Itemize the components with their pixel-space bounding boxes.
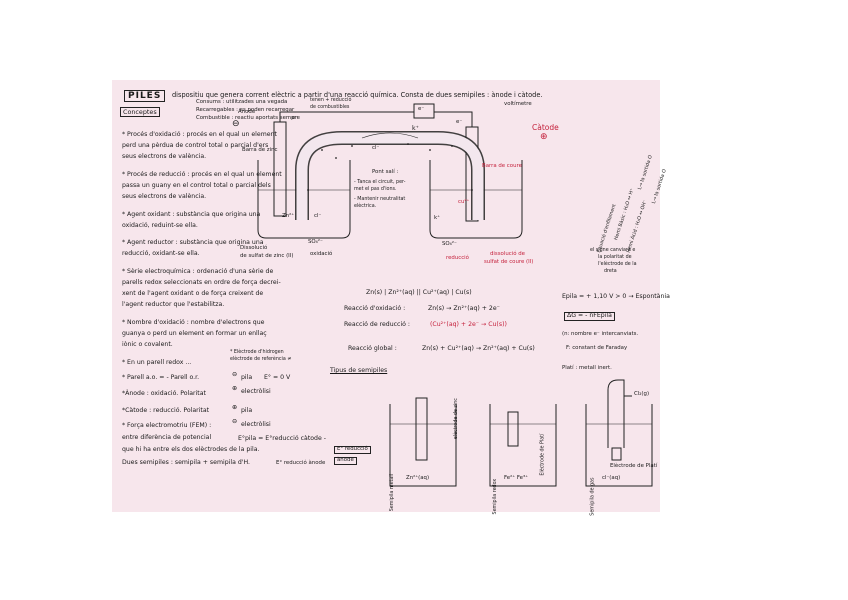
k-plus-label: k⁺ [412, 126, 419, 133]
bridge-note: met el pas d'ions. [354, 187, 397, 192]
cl-ion-label: cl⁻ [314, 214, 321, 220]
cl-minus-label: cl⁻ [372, 146, 379, 152]
semicell-metal-label: Semipila metall [390, 474, 395, 511]
plati-electrode-label: Elèctrode de Platí [610, 464, 657, 470]
anode-label: Ànode [238, 110, 255, 116]
electron-label: e⁻ [456, 120, 462, 126]
zinc-electrode-label: elèctrode de zinc [454, 398, 459, 439]
plati-electrode-label: Elèctrode de Platí [540, 434, 545, 476]
cl-solution: cl⁻(aq) [602, 476, 620, 482]
electron-box: e⁻ [418, 107, 424, 113]
oxidation-eq-label: Reacció d'oxidació : [344, 306, 405, 313]
note-sheet: PILES dispositiu que genera corrent elèc… [112, 80, 660, 512]
cell-notation: Zn(s) | Zn²⁺(aq) || Cu²⁺(aq) | Cu(s) [366, 290, 472, 297]
global-eq: Zn(s) + Cu²⁺(aq) → Zn²⁺(aq) + Cu(s) [422, 346, 535, 353]
f-note: F: constant de Faraday [566, 346, 627, 352]
sign-note: l'elèctrode de la [598, 262, 637, 267]
zinc-bar-label: Barra de zinc [242, 148, 278, 154]
so4-left-label: SO₄²⁻ [308, 240, 323, 246]
left-solution: Dissolució [240, 246, 267, 252]
semicell-gas-label: Semipila de gas [590, 478, 595, 516]
so4-right-label: SO₄²⁻ [442, 242, 457, 248]
bridge-note: - Mantenir neutralitat [354, 197, 405, 202]
copper-bar-label: Barra de coure [482, 164, 522, 170]
bridge-note: - Tanca el circuit, per- [354, 180, 405, 185]
bridge-note: elèctrica. [354, 204, 376, 209]
reduction-eq: (Cu²⁺(aq) + 2e⁻ → Cu(s)) [430, 322, 507, 329]
right-solution: sulfat de coure (II) [484, 260, 533, 266]
sign-note: dreta [604, 269, 617, 274]
sign-note: el signe canviarà e [590, 248, 635, 253]
reduction-eq-label: Reacció de reducció : [344, 322, 410, 329]
fe-solution: Fe²⁺ Fe³⁺ [504, 476, 528, 482]
reduction-label: reducció [446, 256, 469, 262]
left-solution: de sulfat de zinc (II) [240, 254, 293, 260]
electron-label: e⁻ [292, 116, 298, 122]
semicells-heading: Tipus de semipiles [330, 368, 387, 375]
k-plus-right: k⁺ [434, 216, 440, 222]
voltmeter-label: voltímetre [504, 102, 532, 108]
cathode-sign: ⊕ [540, 133, 548, 143]
oxidation-label: oxidació [310, 252, 332, 258]
global-eq-label: Reacció global : [348, 346, 397, 353]
zn-solution: Zn²⁺(aq) [406, 476, 429, 482]
sign-note: la polaritat de [598, 255, 632, 260]
n-note: (n: nombre e⁻ intercanviats. [562, 332, 638, 338]
dg-formula: ΔG = - nFEpila [564, 312, 615, 321]
cl2-gas: Cl₂(g) [634, 392, 649, 398]
epila-value: Epila = + 1,10 V > 0 → Espontània [562, 294, 670, 301]
salt-bridge-label: Pont salí : [372, 170, 398, 176]
zn-ion-label: Zn²⁺ [282, 214, 294, 220]
anode-sign: ⊖ [232, 120, 240, 130]
cu-ion-label: cu²⁺ [458, 200, 469, 206]
right-solution: dissolució de [490, 252, 525, 258]
oxidation-eq: Zn(s) → Zn²⁺(aq) + 2e⁻ [428, 306, 500, 313]
semicell-redox-label: Semipila redox [493, 479, 498, 515]
plati-note: Platí : metall inert. [562, 366, 612, 372]
cathode-label: Càtode [532, 124, 559, 132]
